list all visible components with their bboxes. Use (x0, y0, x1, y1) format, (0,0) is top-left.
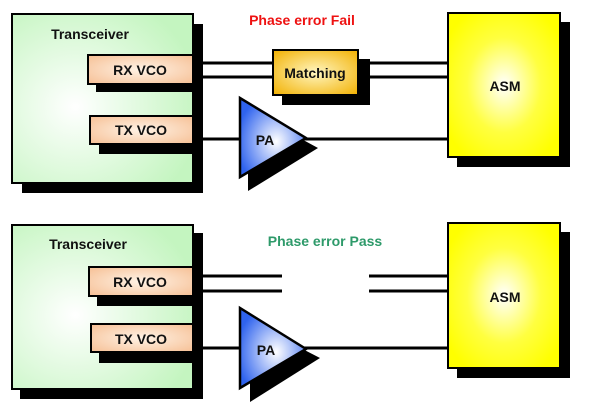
rx-signal-lines-disconnected (203, 274, 448, 293)
asm-box (447, 12, 561, 158)
transceiver-label: Transceiver (49, 236, 127, 252)
tx-vco-block: TX VCO (89, 115, 203, 154)
rx-signal-lines (193, 61, 448, 79)
tx-vco-box (89, 115, 194, 145)
pa-triangle-icon (238, 95, 309, 180)
matching-block: Matching (272, 49, 370, 105)
rx-vco-block: RX VCO (88, 266, 201, 306)
transceiver-box (11, 13, 194, 184)
transceiver-block: Transceiver (11, 224, 203, 399)
tx-vco-label: TX VCO (115, 331, 167, 347)
matching-label: Matching (284, 65, 345, 81)
tx-vco-label: TX VCO (115, 122, 167, 138)
panel-fail: Phase error Fail Transceiver RX VCO TX V… (11, 12, 570, 193)
pa-amplifier: PA (238, 95, 318, 191)
asm-block: ASM (447, 12, 570, 167)
status-label-fail: Phase error Fail (249, 12, 355, 28)
rx-vco-label: RX VCO (113, 62, 167, 78)
matching-box (272, 49, 359, 96)
transceiver-label: Transceiver (51, 26, 129, 42)
rx-vco-box (88, 266, 194, 297)
pa-label: PA (256, 132, 274, 148)
asm-block: ASM (447, 222, 570, 378)
asm-label: ASM (489, 289, 520, 305)
transceiver-block: Transceiver (11, 13, 203, 193)
rx-vco-block: RX VCO (87, 54, 201, 92)
asm-box (447, 222, 561, 369)
rx-vco-label: RX VCO (113, 274, 167, 290)
asm-label: ASM (489, 78, 520, 94)
pa-amplifier: PA (238, 305, 320, 402)
pa-label: PA (257, 342, 275, 358)
pa-triangle-icon (238, 305, 309, 391)
status-label-pass: Phase error Pass (268, 233, 383, 249)
rx-vco-box (87, 54, 194, 85)
panel-pass: Phase error Pass Transceiver RX VCO TX V… (11, 222, 570, 402)
tx-vco-block: TX VCO (90, 323, 203, 363)
tx-vco-box (90, 323, 194, 353)
